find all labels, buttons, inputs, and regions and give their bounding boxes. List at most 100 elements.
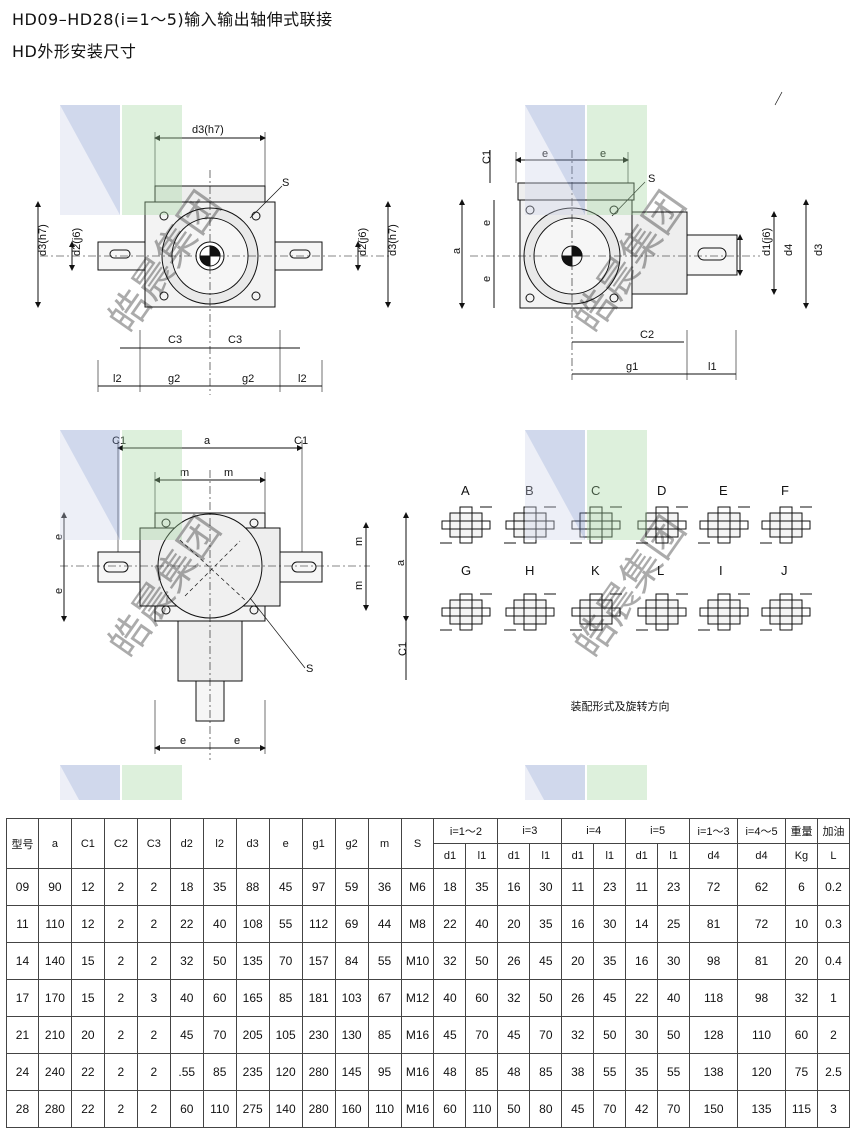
table-cell: 17 <box>6 979 39 1017</box>
table-cell: 230 <box>301 1016 336 1054</box>
dim-c1-left: C1 <box>112 435 126 447</box>
table-cell: 30 <box>593 905 627 943</box>
table-cell: 40 <box>202 905 237 943</box>
table-cell: 85 <box>202 1053 237 1091</box>
dim-e-left-bottom: e <box>53 588 65 594</box>
table-cell: 84 <box>334 942 369 980</box>
assembly-caption: 装配形式及旋转方向 <box>570 700 670 713</box>
table-cell: 22 <box>433 905 467 943</box>
view-side-single-shaft <box>459 91 809 380</box>
table-cell: 50 <box>202 942 237 980</box>
table-cell: 110 <box>37 905 72 943</box>
assembly-form-label: K <box>591 563 600 578</box>
table-cell: 205 <box>235 1016 270 1054</box>
dim-e-top-left: e <box>542 148 548 160</box>
assembly-form-label: L <box>657 563 664 578</box>
table-cell: 24 <box>6 1053 39 1091</box>
table-cell: 140 <box>268 1090 303 1128</box>
sub-header-cell: l1 <box>465 843 499 869</box>
table-cell: 140 <box>37 942 72 980</box>
table-cell: 50 <box>529 979 563 1017</box>
table-cell: 2 <box>103 942 138 980</box>
table-cell: 20 <box>561 942 595 980</box>
table-cell: 30 <box>529 868 563 906</box>
table-cell: 150 <box>689 1090 739 1128</box>
table-cell: 2 <box>136 942 171 980</box>
assembly-form-sketch <box>760 593 812 631</box>
table-cell: 32 <box>497 979 531 1017</box>
dim-e-bottom-left: e <box>180 735 186 747</box>
watermark-logo: 皓晨集团 <box>525 430 694 665</box>
table-cell: 85 <box>529 1053 563 1091</box>
dim-c3-left: C3 <box>168 334 182 346</box>
table-cell: 23 <box>657 868 691 906</box>
table-cell: 11 <box>561 868 595 906</box>
table-cell: 138 <box>689 1053 739 1091</box>
technical-drawings: d3(h7) S d3(h7) d2(j6) d2(j6) d3(h7) C3 … <box>35 91 825 800</box>
table-cell: 70 <box>657 1090 691 1128</box>
table-cell: 50 <box>593 1016 627 1054</box>
table-cell: 15 <box>70 979 105 1017</box>
table-cell: 40 <box>657 979 691 1017</box>
table-cell: 1 <box>816 979 850 1017</box>
weight-unit: Kg <box>784 843 818 869</box>
table-cell: 280 <box>301 1053 336 1091</box>
table-cell: 70 <box>529 1016 563 1054</box>
table-cell: 3 <box>816 1090 850 1128</box>
table-cell: M16 <box>400 1016 435 1054</box>
dim-g2-right: g2 <box>242 373 254 385</box>
table-cell: 85 <box>268 979 303 1017</box>
table-cell: 16 <box>497 868 531 906</box>
dim-s-view3: S <box>306 663 313 675</box>
dim-a-top: a <box>204 435 211 447</box>
dim-d2j6-left: d2(j6) <box>71 228 83 256</box>
header-cell: g1 <box>301 818 336 869</box>
sub-header-cell: d1 <box>433 843 467 869</box>
assembly-form-sketch <box>504 506 556 544</box>
assembly-form-label: E <box>719 483 728 498</box>
sub-header-cell: d4 <box>737 843 786 869</box>
table-cell: 110 <box>737 1016 786 1054</box>
table-cell: 75 <box>784 1053 818 1091</box>
view3-dimension-labels: C1 a C1 m m e e m m a C1 S e e <box>53 435 409 747</box>
table-cell: 09 <box>6 868 39 906</box>
table-cell: 280 <box>37 1090 72 1128</box>
assembly-form-sketch <box>636 593 688 631</box>
table-cell: 80 <box>529 1090 563 1128</box>
table-cell: 28 <box>6 1090 39 1128</box>
dim-l2-right: l2 <box>298 373 307 385</box>
table-cell: 15 <box>70 942 105 980</box>
table-cell: 36 <box>367 868 402 906</box>
ratio-group-header: i=4～5 <box>737 818 786 844</box>
table-cell: 45 <box>529 942 563 980</box>
dim-m-side-bottom: m <box>353 581 365 590</box>
table-cell: 40 <box>465 905 499 943</box>
assembly-form-label: H <box>525 563 534 578</box>
sub-header-cell: d1 <box>497 843 531 869</box>
table-cell: 2 <box>136 868 171 906</box>
table-cell: 0.4 <box>816 942 850 980</box>
table-cell: 50 <box>497 1090 531 1128</box>
table-cell: 12 <box>70 868 105 906</box>
sub-header-cell: d4 <box>689 843 739 869</box>
assembly-form-sketch <box>440 593 492 631</box>
table-cell: 181 <box>301 979 336 1017</box>
table-cell: .55 <box>169 1053 204 1091</box>
watermark-logo: 皓晨集团 <box>60 765 182 800</box>
dim-e-bottom-right: e <box>234 735 240 747</box>
dim-l2-left: l2 <box>113 373 122 385</box>
table-cell: 275 <box>235 1090 270 1128</box>
assembly-form-sketch <box>698 506 750 544</box>
table-cell: M10 <box>400 942 435 980</box>
table-cell: 130 <box>334 1016 369 1054</box>
table-cell: 42 <box>625 1090 659 1128</box>
table-cell: 45 <box>497 1016 531 1054</box>
dim-c1-right: C1 <box>294 435 308 447</box>
table-cell: 32 <box>433 942 467 980</box>
assembly-form-sketch <box>570 506 622 544</box>
table-cell: 16 <box>625 942 659 980</box>
table-cell: 14 <box>625 905 659 943</box>
table-cell: 170 <box>37 979 72 1017</box>
